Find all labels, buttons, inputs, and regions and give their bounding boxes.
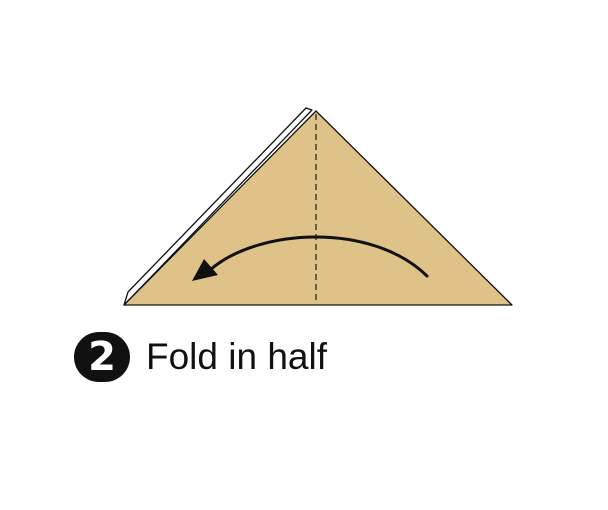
step-number-badge: 2 <box>74 332 130 382</box>
curved-arrow-left-icon <box>192 235 429 281</box>
paper-triangle <box>123 110 513 306</box>
step-instruction: Fold in half <box>146 336 327 377</box>
